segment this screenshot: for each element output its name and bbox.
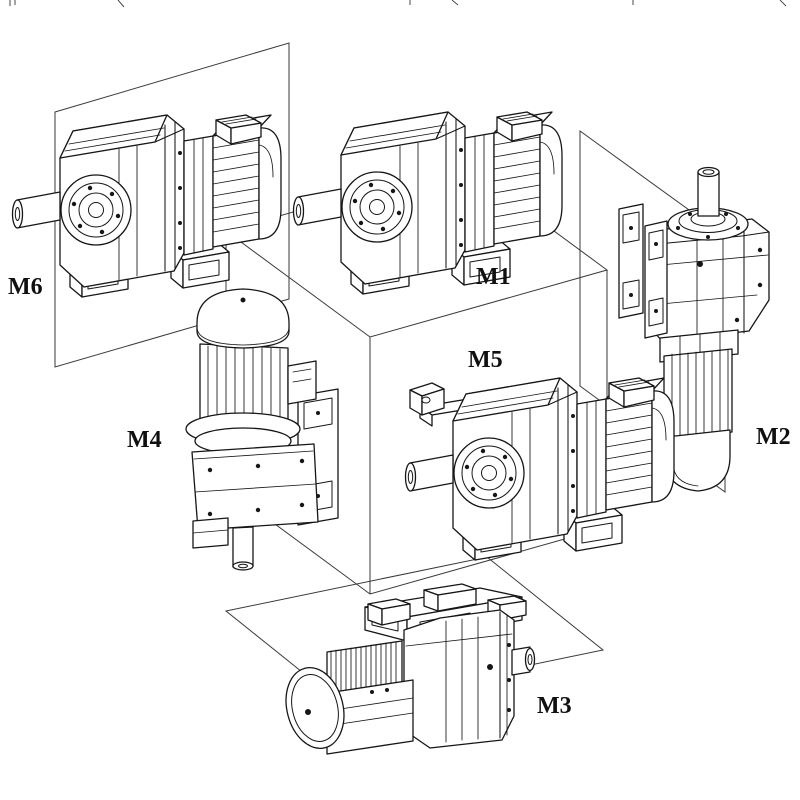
m6-mounting-plane xyxy=(54,42,290,368)
label-m6: M6 xyxy=(8,274,43,300)
label-m5: M5 xyxy=(468,347,503,373)
m2-mounting-plane xyxy=(579,130,726,493)
top-edge-fragments xyxy=(9,0,787,8)
gearbox-housing xyxy=(646,218,770,342)
foot-lug xyxy=(192,517,229,549)
terminal-box xyxy=(287,360,317,405)
gearmotor-m6-drawing xyxy=(11,114,282,298)
fan-center-dot xyxy=(305,709,311,715)
motor-fins xyxy=(207,345,281,425)
motor-body-top xyxy=(199,343,289,425)
motor-body-inverted xyxy=(326,640,414,755)
gearmotor-m5 xyxy=(404,377,675,561)
label-m3: M3 xyxy=(537,693,572,719)
foot-brackets xyxy=(618,203,668,339)
gearmotor-m6 xyxy=(11,114,282,298)
label-m4: M4 xyxy=(127,427,162,453)
gearmotor-m2 xyxy=(618,166,770,492)
output-shaft-down xyxy=(232,526,254,571)
gearbox-housing xyxy=(403,609,515,749)
gearmotor-m1 xyxy=(292,111,563,295)
output-shaft-right xyxy=(511,646,536,676)
position-labels: M6 M4 M1 M5 M2 M3 xyxy=(8,264,791,719)
fan-cover-end xyxy=(285,666,345,750)
fan-cover xyxy=(665,429,731,492)
gearmotor-m3 xyxy=(285,583,536,755)
fan-cap xyxy=(196,288,290,349)
bearing-rings xyxy=(667,207,749,241)
gearbox-housing xyxy=(191,443,319,531)
label-m1: M1 xyxy=(476,264,511,290)
gearmotor-m4 xyxy=(185,288,339,571)
output-shaft-up xyxy=(697,166,720,217)
motor-body-below xyxy=(659,329,739,492)
label-m2: M2 xyxy=(756,424,791,450)
gearmotor-m1-drawing xyxy=(292,111,563,295)
